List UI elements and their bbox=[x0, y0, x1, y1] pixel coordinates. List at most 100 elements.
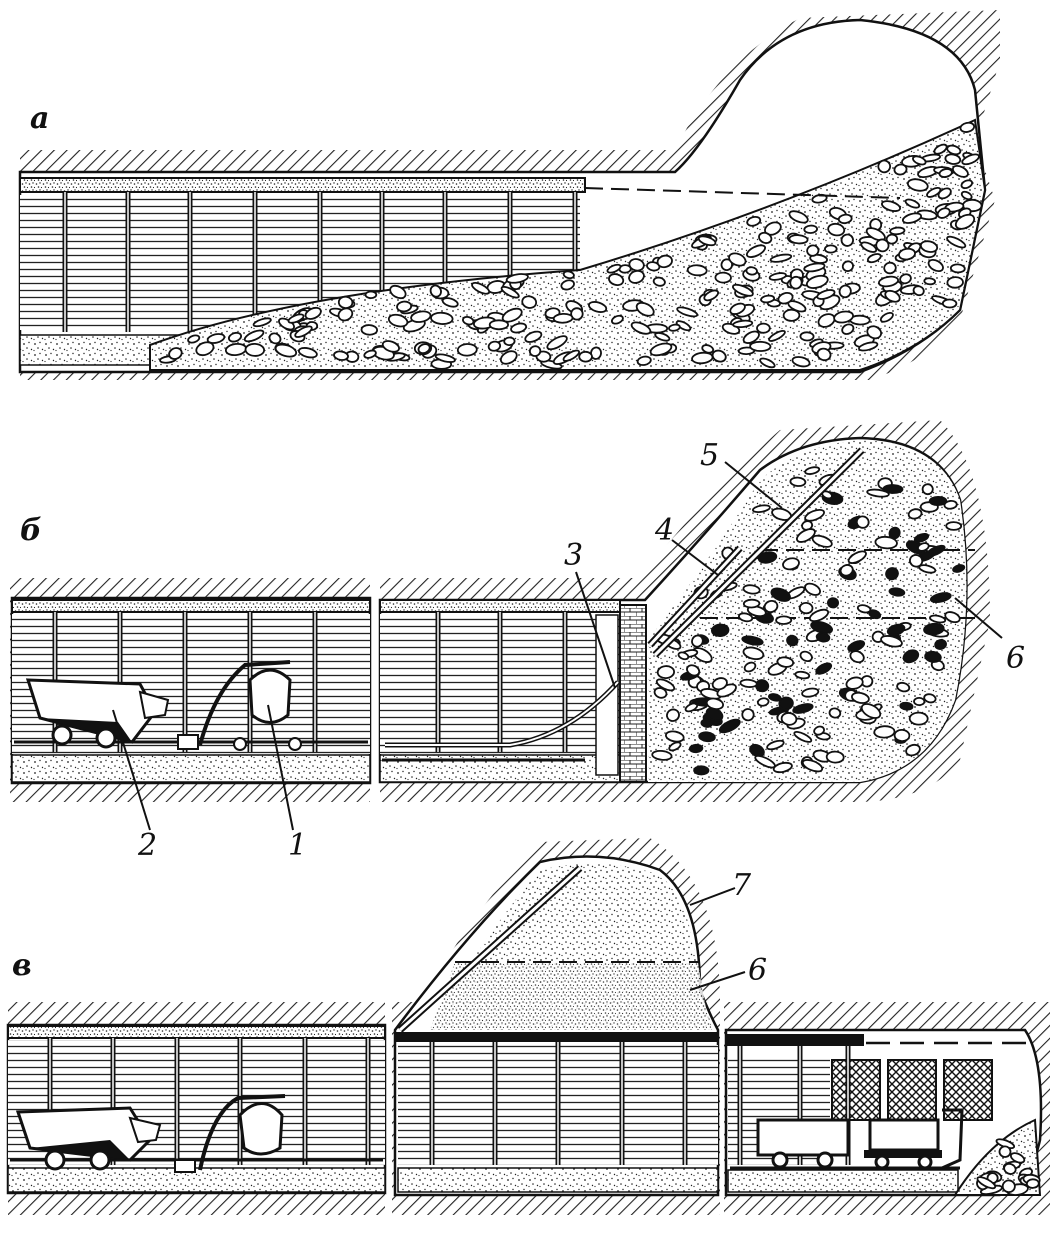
rock-fragment bbox=[946, 235, 967, 249]
rock-fragment bbox=[628, 258, 645, 272]
rock-fragment bbox=[804, 466, 821, 475]
rock-fragment bbox=[827, 222, 846, 237]
rock-fragment bbox=[849, 650, 865, 664]
rock-fragment bbox=[788, 234, 809, 245]
panel-b-floor-left bbox=[11, 754, 371, 783]
rock-fragment bbox=[668, 741, 682, 752]
rock-fragment bbox=[794, 670, 811, 680]
rock-fragment bbox=[570, 307, 584, 321]
rock-fragment bbox=[882, 484, 904, 494]
panel-a-dash-line bbox=[584, 187, 901, 199]
rock-fragment bbox=[789, 476, 807, 487]
rock-fragment bbox=[951, 164, 969, 178]
panel-v-wagon-1 bbox=[756, 1118, 850, 1169]
rock-fragment bbox=[524, 330, 543, 343]
rock-fragment bbox=[801, 687, 820, 698]
rock-fragment bbox=[851, 691, 870, 704]
panel-v-floor-left bbox=[7, 1167, 386, 1193]
rock-fragment bbox=[552, 312, 574, 324]
panel-b-roof-left bbox=[11, 599, 371, 613]
rock-fragment bbox=[610, 314, 624, 325]
rock-fragment bbox=[363, 349, 377, 359]
rock-fragment bbox=[803, 262, 826, 273]
rock-fragment bbox=[676, 306, 699, 318]
rock-fragment bbox=[630, 321, 652, 335]
rock-fragment bbox=[786, 634, 799, 647]
rock-fragment bbox=[649, 342, 673, 357]
rock-fragment bbox=[741, 708, 755, 722]
rock-fragment bbox=[756, 322, 771, 334]
rock-fragment bbox=[885, 233, 899, 245]
rock-fragment bbox=[889, 226, 906, 236]
rock-fragment bbox=[429, 284, 442, 298]
rock-fragment bbox=[503, 336, 516, 347]
rock-fragment bbox=[396, 300, 413, 313]
rock-fragment bbox=[899, 701, 914, 711]
panel-v-roof-middle bbox=[395, 1032, 718, 1042]
rock-fragment bbox=[960, 190, 973, 201]
panel-b-stones bbox=[651, 466, 966, 776]
rock-fragment bbox=[879, 311, 894, 323]
rock-fragment bbox=[875, 238, 890, 253]
panel-a-stones bbox=[159, 121, 983, 370]
rock-fragment bbox=[562, 349, 580, 362]
rock-fragment bbox=[921, 483, 934, 496]
rock-fragment bbox=[811, 193, 828, 204]
rock-fragment bbox=[778, 696, 794, 711]
rock-fragment bbox=[655, 678, 676, 692]
rock-fragment bbox=[961, 153, 980, 166]
rock-fragment bbox=[806, 244, 820, 257]
rock-fragment bbox=[884, 289, 901, 303]
rock-fragment bbox=[777, 292, 794, 305]
rock-fragment bbox=[936, 207, 951, 219]
rock-fragment bbox=[578, 350, 593, 363]
rock-fragment bbox=[499, 350, 518, 365]
rock-fragment bbox=[714, 271, 732, 284]
rock-fragment bbox=[501, 307, 523, 323]
rock-fragment bbox=[888, 587, 906, 597]
rock-fragment bbox=[789, 275, 803, 290]
rock-fragment bbox=[898, 247, 916, 261]
rock-fragment bbox=[798, 601, 814, 615]
callout-6-v: 6 bbox=[748, 953, 767, 988]
rock-fragment bbox=[656, 254, 673, 269]
rock-fragment bbox=[588, 301, 608, 313]
panel-v-roof-right bbox=[726, 1034, 864, 1046]
rock-fragment bbox=[928, 495, 948, 507]
rock-fragment bbox=[938, 168, 953, 178]
rock-fragment bbox=[274, 343, 298, 358]
rock-fragment bbox=[945, 521, 963, 531]
panel-v-floor-right bbox=[727, 1169, 959, 1193]
rock-fragment bbox=[960, 179, 974, 189]
panel-b-brick-bulkhead bbox=[619, 604, 647, 783]
rock-fragment bbox=[866, 325, 883, 340]
rock-fragment bbox=[688, 743, 704, 754]
rock-fragment bbox=[763, 600, 779, 613]
panel-a: а bbox=[18, 10, 1000, 380]
rock-fragment bbox=[387, 313, 409, 328]
rock-fragment bbox=[732, 319, 754, 329]
rock-fragment bbox=[788, 210, 809, 224]
panel-b-mine-car bbox=[25, 678, 170, 749]
rock-fragment bbox=[488, 319, 509, 331]
rock-fragment bbox=[816, 289, 836, 300]
rock-fragment bbox=[227, 331, 243, 343]
panel-v-chute bbox=[941, 1108, 964, 1170]
rock-fragment bbox=[878, 275, 899, 288]
callout-7: 7 bbox=[732, 868, 752, 903]
panel-b: б 1 2 3 4 5 6 bbox=[10, 420, 1025, 863]
rock-fragment bbox=[691, 351, 714, 365]
panel-v: в 7 6 bbox=[6, 838, 1050, 1215]
rock-fragment bbox=[741, 635, 764, 646]
rock-fragment bbox=[697, 235, 717, 247]
panel-v-mine-car bbox=[15, 1106, 162, 1171]
rock-fragment bbox=[333, 350, 349, 361]
rock-fragment bbox=[381, 340, 400, 353]
rock-fragment bbox=[268, 332, 282, 345]
rock-fragment bbox=[745, 244, 767, 258]
rock-fragment bbox=[841, 323, 855, 335]
rock-fragment bbox=[728, 252, 747, 267]
rock-fragment bbox=[776, 656, 795, 668]
rock-fragment bbox=[434, 353, 456, 363]
